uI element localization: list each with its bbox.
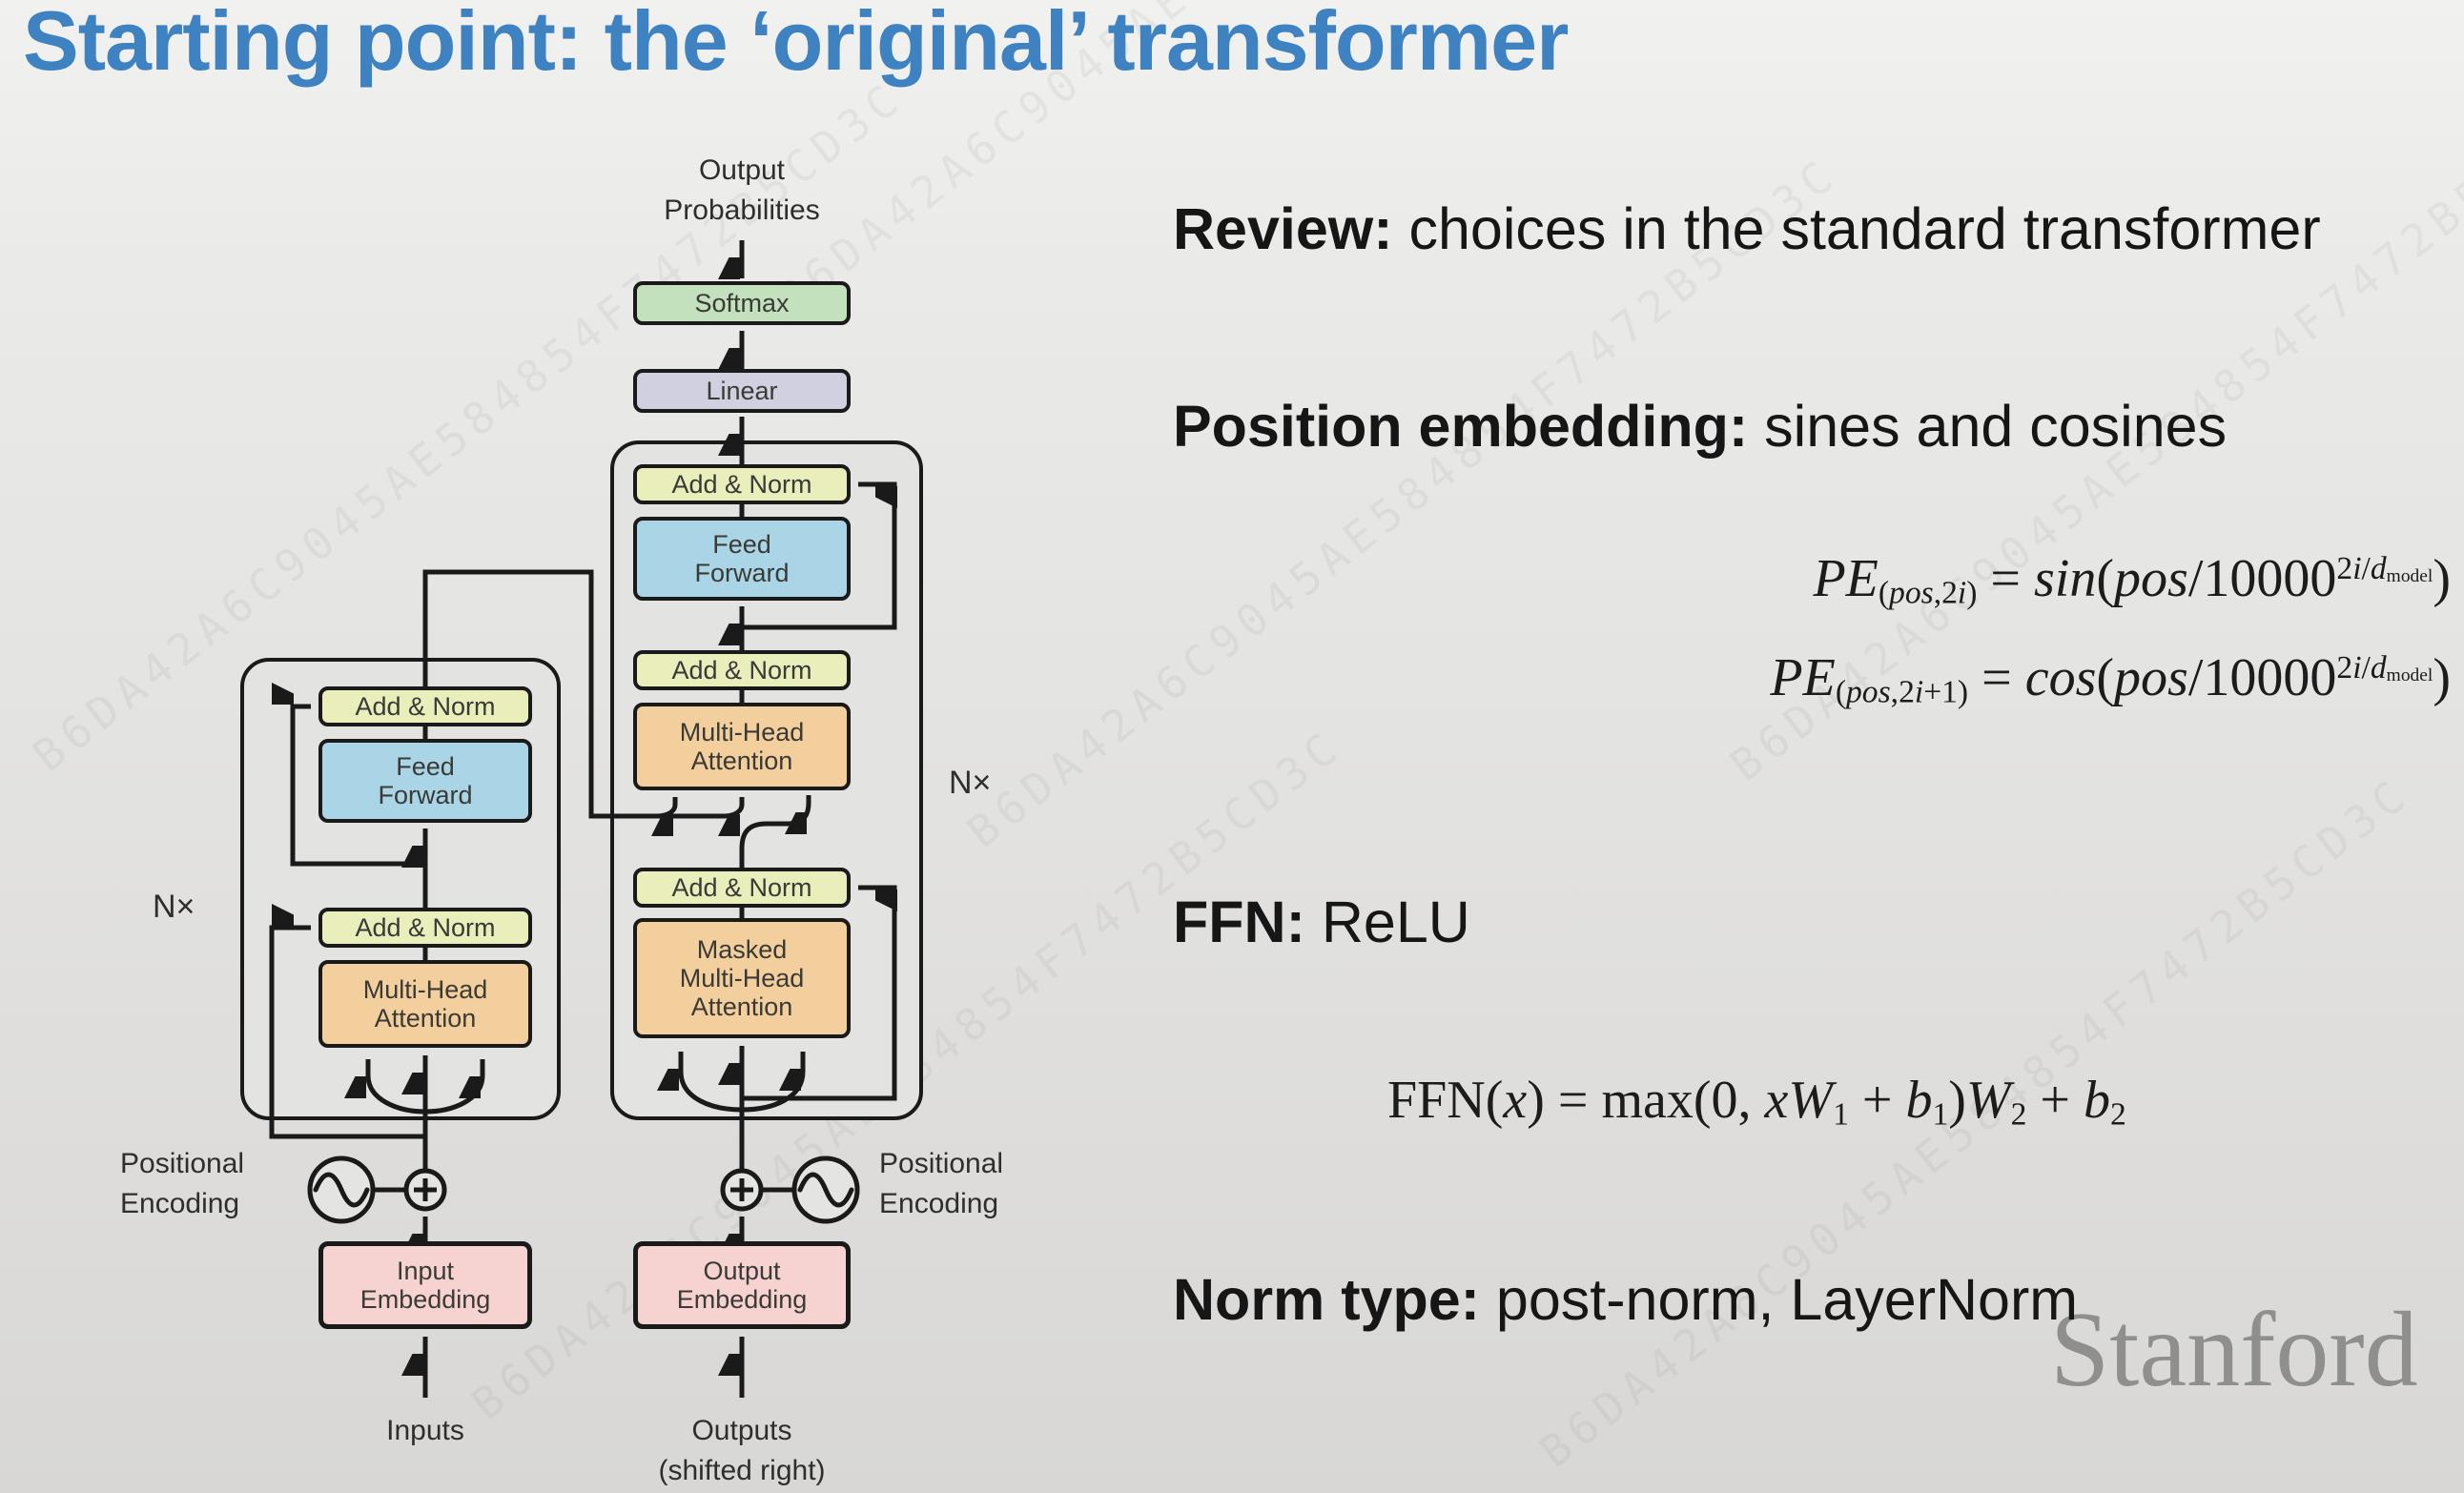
- norm-type-heading: Norm type: post-norm, LayerNorm: [1173, 1267, 2079, 1332]
- nx-label-left: N×: [153, 889, 195, 925]
- ffn-heading: FFN: ReLU: [1173, 890, 1470, 954]
- output-embedding-box: Output Embedding: [633, 1241, 851, 1329]
- dec-add-norm-2: Add & Norm: [633, 650, 851, 690]
- inputs-label: Inputs: [386, 1415, 464, 1446]
- masked-multi-head-attention-box: Masked Multi-Head Attention: [633, 918, 851, 1038]
- enc-add-norm-2: Add & Norm: [318, 908, 532, 948]
- output-probabilities-label: Output Probabilities: [664, 154, 820, 226]
- enc-add-norm-1: Add & Norm: [318, 686, 532, 726]
- input-embedding-box: Input Embedding: [318, 1241, 532, 1329]
- ffn-formula: FFN(x) = max(0, xW1 + b1)W2 + b2: [1387, 1071, 2126, 1133]
- add-icon-left: [403, 1168, 447, 1212]
- outputs-label: Outputs (shifted right): [658, 1415, 826, 1486]
- nx-label-right: N×: [949, 765, 992, 801]
- positional-encoding-label-right: Positional Encoding: [879, 1148, 1004, 1219]
- pe-formula-2: PE(pos,2i+1) = cos(pos/100002i/dmodel): [1770, 648, 2451, 710]
- review-heading: Review: choices in the standard transfor…: [1173, 196, 2321, 261]
- enc-feed-forward-box: Feed Forward: [318, 739, 532, 823]
- position-embedding-heading: Position embedding: sines and cosines: [1173, 394, 2228, 459]
- dec-multi-head-attention-box: Multi-Head Attention: [633, 703, 851, 790]
- stanford-watermark: Stanford: [2050, 1291, 2418, 1409]
- linear-box: Linear: [633, 369, 851, 413]
- page-title: Starting point: the ‘original’ transform…: [23, 0, 1569, 88]
- pe-formula-1: PE(pos,2i) = sin(pos/100002i/dmodel): [1813, 549, 2451, 611]
- positional-encoding-label-left: Positional Encoding: [120, 1148, 245, 1219]
- dec-add-norm-1: Add & Norm: [633, 464, 851, 504]
- sine-icon-left: [307, 1156, 376, 1224]
- sine-icon-right: [791, 1156, 860, 1224]
- dec-feed-forward-box: Feed Forward: [633, 517, 851, 601]
- enc-multi-head-attention-box: Multi-Head Attention: [318, 960, 532, 1048]
- dec-add-norm-3: Add & Norm: [633, 868, 851, 908]
- positional-encoding-formulas: PE(pos,2i) = sin(pos/100002i/dmodel) PE(…: [1325, 548, 2451, 746]
- add-icon-right: [720, 1168, 764, 1212]
- softmax-box: Softmax: [633, 281, 851, 325]
